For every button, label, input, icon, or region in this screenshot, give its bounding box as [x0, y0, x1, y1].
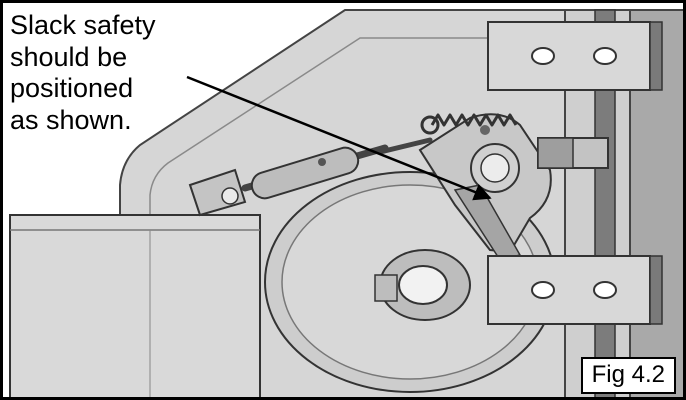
clevis-pin: [221, 187, 239, 205]
linkage-rod: [377, 137, 433, 155]
top-bracket-bolt-1: [531, 47, 555, 65]
bottom-bracket-bolt-1: [531, 281, 555, 299]
callout-line: positioned: [10, 73, 134, 103]
spring-hook: [420, 115, 440, 135]
top-hinge-bracket: [487, 21, 651, 91]
lever-pivot-pin: [480, 153, 510, 183]
turnbuckle-body: [250, 146, 360, 200]
latch-block-face: [537, 137, 574, 169]
top-hinge-bracket-side: [649, 21, 663, 91]
main-plate-inner-edge: [149, 37, 560, 400]
bottom-hinge-bracket-side: [649, 255, 663, 325]
left-box-beam: [9, 214, 261, 400]
lever-hole: [480, 125, 490, 135]
pulley-keyway: [374, 274, 398, 302]
turnbuckle-bolt: [318, 158, 326, 166]
tension-spring: [430, 113, 518, 127]
figure-label: Fig 4.2: [580, 357, 676, 394]
callout-line: as shown.: [10, 104, 132, 135]
top-bracket-bolt-2: [593, 47, 617, 65]
bottom-bracket-bolt-2: [593, 281, 617, 299]
callout-text: Slack safety should be positioned as sho…: [10, 10, 156, 136]
bottom-hinge-bracket: [487, 255, 651, 325]
callout-arrow: [186, 75, 492, 201]
callout-line: should be: [10, 41, 128, 72]
pulley-shaft: [398, 265, 448, 305]
callout-line: Slack safety: [10, 10, 156, 40]
